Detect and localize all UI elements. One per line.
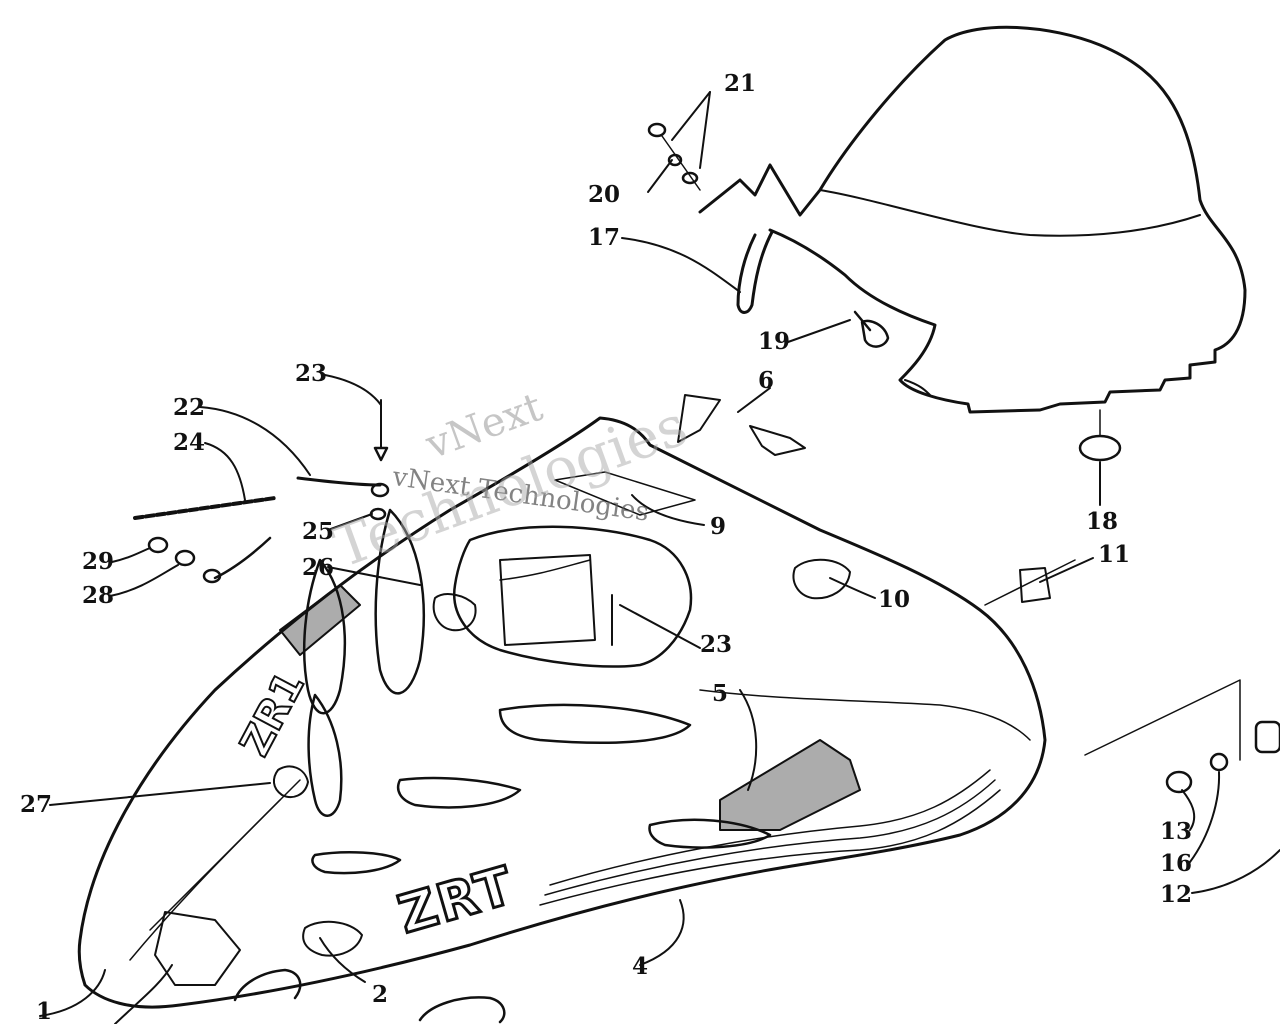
callout-10: 10 <box>878 586 911 613</box>
callout-28: 28 <box>82 582 115 609</box>
hood <box>77 394 1051 1024</box>
callout-26: 26 <box>302 554 335 581</box>
windshield <box>698 25 1247 414</box>
callout-12: 12 <box>1160 881 1193 908</box>
callout-21: 21 <box>724 70 757 97</box>
callout-17: 17 <box>588 224 621 251</box>
callout-20: 20 <box>588 181 621 208</box>
callout-23-lower: 23 <box>700 631 733 658</box>
callout-18: 18 <box>1086 508 1119 535</box>
callout-leaders <box>39 91 1280 1024</box>
callout-13: 13 <box>1160 818 1193 845</box>
callout-9: 9 <box>710 513 727 540</box>
callout-27: 27 <box>20 791 53 818</box>
callout-29: 29 <box>82 548 115 575</box>
windshield-hardware <box>647 122 1122 462</box>
callout-6: 6 <box>758 367 775 394</box>
callout-22: 22 <box>173 394 206 421</box>
callout-16: 16 <box>1160 850 1193 877</box>
callout-1: 1 <box>36 998 53 1024</box>
callout-5: 5 <box>712 680 729 707</box>
callout-2: 2 <box>372 981 389 1008</box>
callout-24: 24 <box>173 429 206 456</box>
callout-25: 25 <box>302 518 335 545</box>
callout-4: 4 <box>632 953 649 980</box>
callout-11: 11 <box>1098 541 1131 568</box>
hood-hardware <box>133 399 1280 794</box>
callout-19: 19 <box>758 328 791 355</box>
callout-23-upper: 23 <box>295 360 328 387</box>
